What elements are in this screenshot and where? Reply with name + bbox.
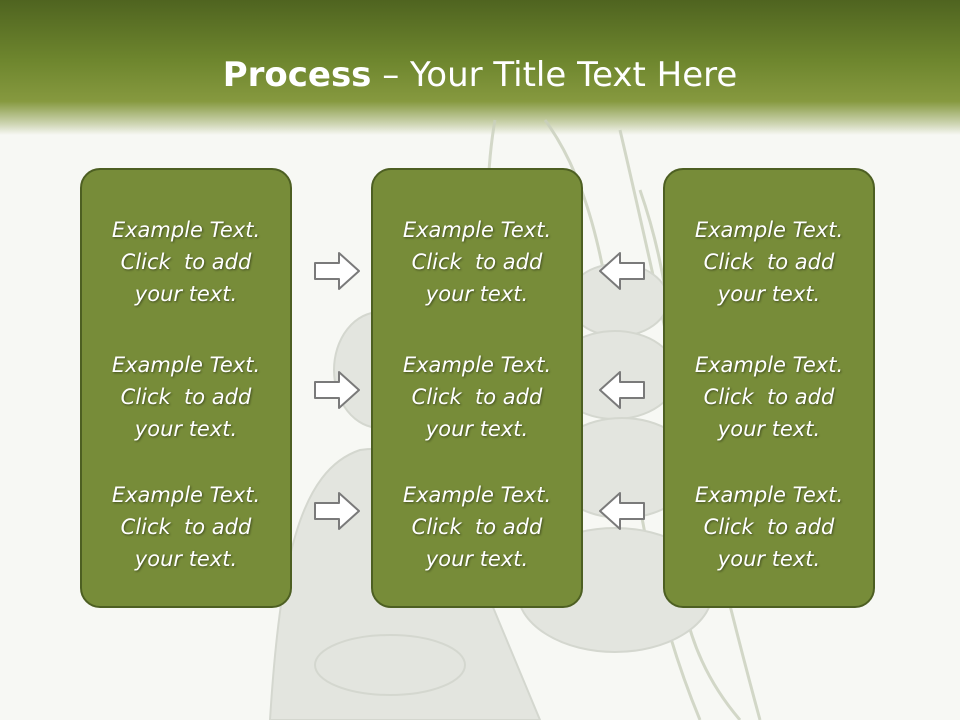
text-line: Click to add bbox=[411, 385, 543, 409]
text-line: Click to add bbox=[120, 515, 252, 539]
text-placeholder[interactable]: Example Text. Click to add your text. bbox=[373, 349, 581, 445]
text-line: Example Text. bbox=[111, 218, 261, 242]
text-line: Example Text. bbox=[694, 483, 844, 507]
arrow-right-icon bbox=[314, 371, 360, 409]
text-line: your text. bbox=[134, 282, 238, 306]
text-line: Click to add bbox=[120, 250, 252, 274]
text-line: Example Text. bbox=[694, 353, 844, 377]
text-line: Example Text. bbox=[402, 218, 552, 242]
text-line: Click to add bbox=[703, 515, 835, 539]
slide-title: Process – Your Title Text Here bbox=[0, 52, 960, 98]
text-placeholder[interactable]: Example Text. Click to add your text. bbox=[665, 214, 873, 310]
process-panel-left: Example Text. Click to add your text. Ex… bbox=[80, 168, 292, 608]
process-panel-right: Example Text. Click to add your text. Ex… bbox=[663, 168, 875, 608]
text-line: your text. bbox=[717, 282, 821, 306]
arrow-left-icon bbox=[599, 252, 645, 290]
text-line: Click to add bbox=[120, 385, 252, 409]
text-line: your text. bbox=[717, 417, 821, 441]
arrow-left-icon bbox=[599, 371, 645, 409]
arrow-right-icon bbox=[314, 252, 360, 290]
text-placeholder[interactable]: Example Text. Click to add your text. bbox=[82, 349, 290, 445]
text-placeholder[interactable]: Example Text. Click to add your text. bbox=[373, 479, 581, 575]
text-line: Example Text. bbox=[694, 218, 844, 242]
text-line: your text. bbox=[134, 547, 238, 571]
text-line: Click to add bbox=[703, 385, 835, 409]
text-placeholder[interactable]: Example Text. Click to add your text. bbox=[373, 214, 581, 310]
text-line: Example Text. bbox=[111, 483, 261, 507]
text-line: your text. bbox=[425, 547, 529, 571]
text-line: Example Text. bbox=[111, 353, 261, 377]
text-line: Click to add bbox=[703, 250, 835, 274]
process-panel-center: Example Text. Click to add your text. Ex… bbox=[371, 168, 583, 608]
text-line: your text. bbox=[425, 282, 529, 306]
text-line: your text. bbox=[134, 417, 238, 441]
text-placeholder[interactable]: Example Text. Click to add your text. bbox=[665, 479, 873, 575]
text-placeholder[interactable]: Example Text. Click to add your text. bbox=[82, 214, 290, 310]
title-rest-part: – Your Title Text Here bbox=[371, 55, 738, 95]
text-line: your text. bbox=[425, 417, 529, 441]
text-placeholder[interactable]: Example Text. Click to add your text. bbox=[665, 349, 873, 445]
text-line: Example Text. bbox=[402, 483, 552, 507]
arrow-left-icon bbox=[599, 492, 645, 530]
arrow-right-icon bbox=[314, 492, 360, 530]
text-line: Click to add bbox=[411, 515, 543, 539]
text-line: Click to add bbox=[411, 250, 543, 274]
text-line: Example Text. bbox=[402, 353, 552, 377]
title-banner bbox=[0, 0, 960, 135]
title-bold-part: Process bbox=[222, 55, 372, 95]
text-placeholder[interactable]: Example Text. Click to add your text. bbox=[82, 479, 290, 575]
text-line: your text. bbox=[717, 547, 821, 571]
